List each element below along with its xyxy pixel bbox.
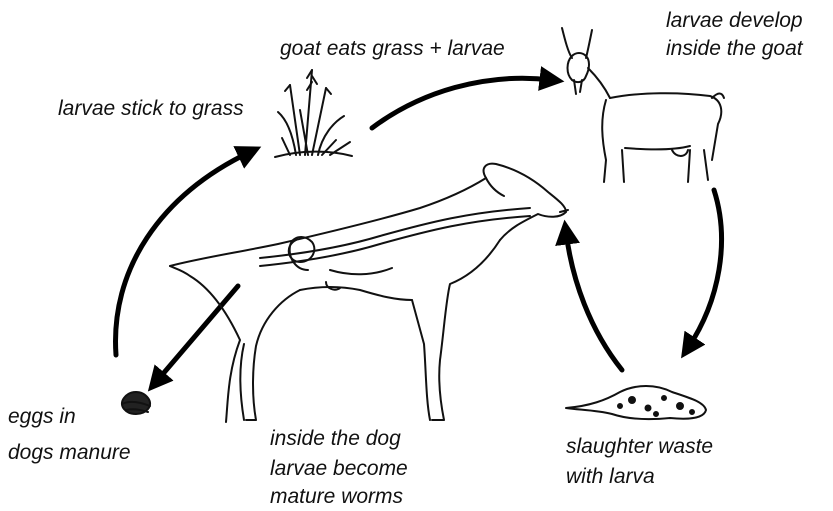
arrow-waste-to-dog (566, 232, 622, 370)
label-inside-dog-2: larvae become (270, 456, 408, 481)
label-larvae-stick: larvae stick to grass (58, 96, 244, 121)
label-goat-eats: goat eats grass + larvae (280, 36, 505, 61)
label-inside-dog-3: mature worms (270, 484, 403, 509)
arrow-goat-to-waste (688, 190, 722, 348)
manure-icon (122, 392, 150, 414)
arrow-dog-to-manure (156, 286, 238, 382)
label-inside-dog-1: inside the dog (270, 426, 401, 451)
arrow-grass-to-goat (372, 78, 552, 128)
label-eggs-2: dogs manure (8, 440, 131, 465)
label-slaughter-2: with larva (566, 464, 655, 489)
label-slaughter-1: slaughter waste (566, 434, 713, 459)
label-eggs-1: eggs in (8, 404, 76, 429)
label-larvae-develop-2: inside the goat (666, 36, 803, 61)
slaughter-waste-icon (566, 386, 706, 419)
grass-icon (275, 70, 352, 157)
label-larvae-develop-1: larvae develop (666, 8, 803, 33)
